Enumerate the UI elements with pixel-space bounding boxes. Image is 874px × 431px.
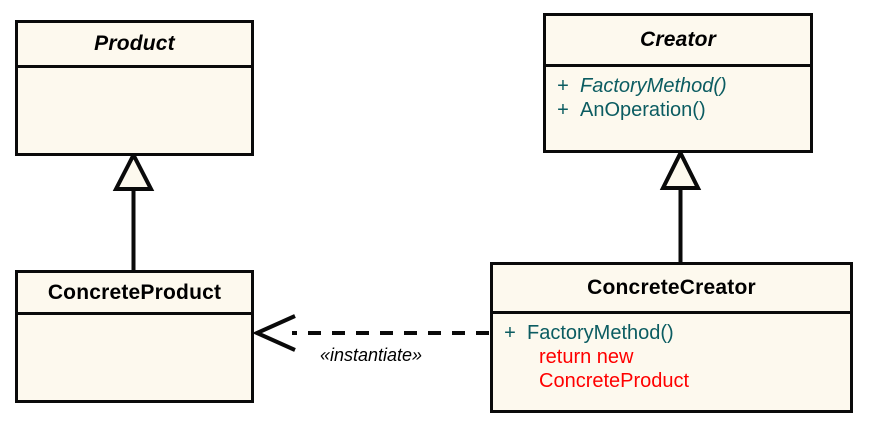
- class-name-product: Product: [94, 32, 175, 55]
- uml-class-concrete-product[interactable]: ConcreteProduct: [15, 270, 254, 403]
- member-signature: AnOperation(): [580, 98, 706, 121]
- uml-class-concrete-creator[interactable]: ConcreteCreator + FactoryMethod() return…: [490, 262, 853, 413]
- member-note-line: ConcreteProduct: [539, 369, 690, 392]
- uml-class-creator[interactable]: Creator + FactoryMethod() + AnOperation(…: [543, 13, 813, 153]
- compartment-divider: [546, 63, 810, 67]
- dependency-label-instantiate: «instantiate»: [319, 345, 423, 365]
- member-note-line: return new: [539, 345, 634, 368]
- member-signature: FactoryMethod(): [580, 74, 727, 97]
- class-members-creator: + FactoryMethod() + AnOperation(): [546, 67, 810, 150]
- compartment-divider: [18, 65, 251, 68]
- uml-class-product[interactable]: Product: [15, 20, 254, 156]
- class-members-product: [18, 68, 251, 153]
- compartment-divider: [493, 310, 850, 314]
- class-member-row: + FactoryMethod(): [546, 74, 810, 98]
- class-member-row: + AnOperation(): [546, 98, 810, 122]
- class-name-concrete-creator: ConcreteCreator: [587, 275, 756, 299]
- member-visibility: +: [557, 98, 569, 121]
- member-signature: FactoryMethod(): [527, 321, 674, 344]
- compartment-divider: [18, 312, 251, 315]
- member-visibility: +: [557, 74, 569, 97]
- class-name-concrete-product: ConcreteProduct: [47, 280, 222, 304]
- class-members-concrete-product: [18, 315, 251, 400]
- generalization-arrowhead-product: [112, 150, 155, 191]
- member-visibility: +: [504, 321, 516, 344]
- generalization-arrowhead-creator: [659, 148, 702, 190]
- class-members-concrete-creator: + FactoryMethod() return new ConcretePro…: [493, 314, 850, 410]
- generalization-concrete-creator-to-creator: [659, 148, 702, 263]
- class-name-creator: Creator: [639, 27, 717, 51]
- class-member-row: + FactoryMethod(): [493, 321, 850, 345]
- generalization-concrete-product-to-product: [112, 150, 155, 271]
